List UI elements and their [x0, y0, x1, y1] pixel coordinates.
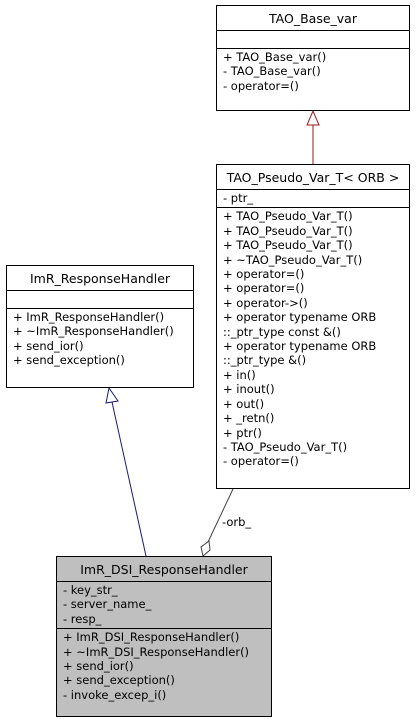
operation: + send_exception() [63, 673, 175, 688]
operation: - operator=() [223, 78, 299, 93]
operation: + send_ior() [13, 338, 84, 353]
operation: ::_ptr_type const &() [223, 324, 341, 339]
attributes-section: - ptr_ [217, 189, 409, 207]
class-tao-base-var[interactable]: TAO_Base_var + TAO_Base_var() - TAO_Base… [216, 5, 410, 111]
operation: + inout() [223, 382, 275, 397]
operation: + TAO_Pseudo_Var_T() [223, 223, 353, 238]
operation: + out() [223, 396, 265, 411]
operation: + TAO_Pseudo_Var_T() [223, 238, 353, 253]
class-title: ImR_DSI_ResponseHandler [80, 562, 248, 577]
attribute: - server_name_ [63, 597, 152, 612]
class-title: TAO_Base_var [269, 11, 357, 26]
operation: + operator=() [223, 281, 305, 296]
operation: + operator typename ORB [223, 339, 377, 354]
operation: - operator=() [223, 454, 299, 469]
operation: + operator->() [223, 295, 308, 310]
edge-dsi-to-responsehandler [111, 401, 147, 557]
operation: + ImR_DSI_ResponseHandler() [63, 630, 240, 645]
operation: + TAO_Base_var() [223, 50, 327, 64]
operation: + _retn() [223, 411, 275, 426]
inheritance-arrowhead-red [306, 109, 320, 126]
class-imr-dsi-responsehandler[interactable]: ImR_DSI_ResponseHandler - key_str_ - ser… [56, 556, 272, 717]
inheritance-arrowhead-blue [105, 386, 119, 404]
operation: + send_ior() [63, 659, 134, 674]
class-imr-responsehandler[interactable]: ImR_ResponseHandler + ImR_ResponseHandle… [6, 265, 194, 388]
operation: + send_exception() [13, 353, 125, 368]
operation: + ~ImR_ResponseHandler() [13, 324, 174, 339]
aggregation-diamond [200, 540, 211, 557]
attribute: - ptr_ [223, 191, 254, 205]
operation: + in() [223, 367, 256, 382]
operation: + ptr() [223, 425, 262, 440]
operation: + ~ImR_DSI_ResponseHandler() [63, 644, 250, 659]
class-tao-pseudo-var-t[interactable]: TAO_Pseudo_Var_T< ORB > - ptr_ + TAO_Pse… [216, 164, 410, 489]
attributes-section-empty [217, 30, 409, 48]
operation: + ~TAO_Pseudo_Var_T() [223, 252, 363, 267]
operation: - TAO_Pseudo_Var_T() [223, 439, 348, 454]
attribute: - key_str_ [63, 583, 118, 597]
class-title: TAO_Pseudo_Var_T< ORB > [226, 170, 400, 185]
operations-section: + ImR_DSI_ResponseHandler() + ~ImR_DSI_R… [57, 628, 271, 704]
operation: + ImR_ResponseHandler() [13, 310, 165, 324]
operation: ::_ptr_type &() [223, 353, 307, 368]
operations-section: + TAO_Base_var() - TAO_Base_var() - oper… [217, 48, 409, 95]
orb-edge-label: -orb_ [222, 515, 252, 529]
attributes-section-empty [7, 290, 193, 308]
class-title: ImR_ResponseHandler [29, 271, 171, 286]
operation: + operator=() [223, 267, 305, 282]
operation: - TAO_Base_var() [223, 64, 321, 79]
edge-orb-aggregation [207, 488, 234, 543]
operations-section: + ImR_ResponseHandler() + ~ImR_ResponseH… [7, 308, 193, 370]
operation: + TAO_Pseudo_Var_T() [223, 209, 353, 224]
operations-section: + TAO_Pseudo_Var_T() + TAO_Pseudo_Var_T(… [217, 207, 409, 470]
attribute: - resp_ [63, 611, 102, 626]
attributes-section: - key_str_ - server_name_ - resp_ [57, 581, 271, 628]
operation: + operator typename ORB [223, 310, 377, 325]
operation: - invoke_excep_i() [63, 687, 167, 702]
